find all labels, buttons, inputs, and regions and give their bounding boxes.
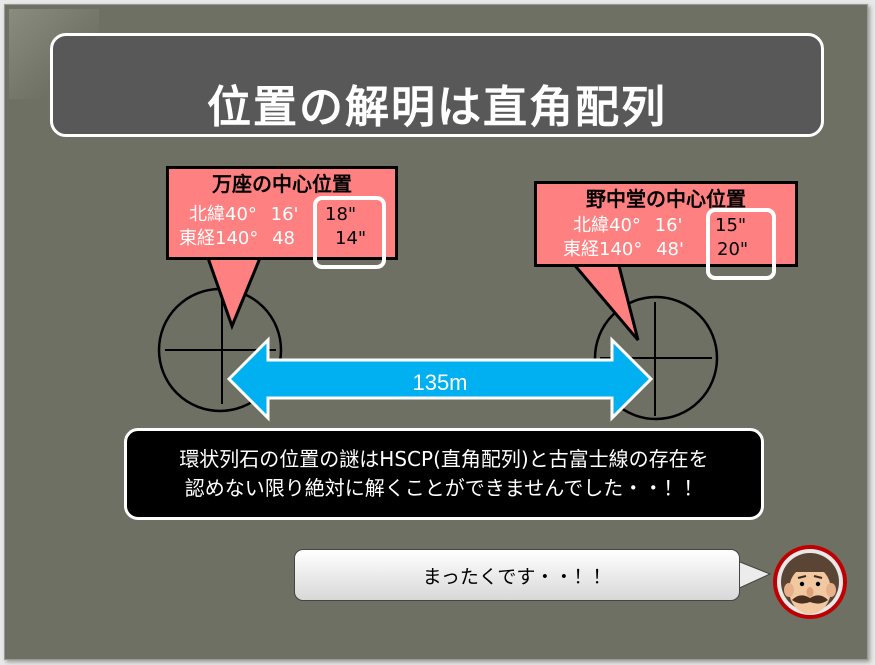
- left-lon-row: 東経140° 48: [179, 229, 295, 249]
- right-seconds-highlight: [706, 208, 776, 280]
- title-box: 位置の解明は直角配列: [50, 33, 824, 137]
- right-lon-min: 48': [656, 239, 684, 260]
- right-callout-heading: 野中堂の中心位置: [586, 187, 746, 211]
- speech-tail: [734, 559, 772, 591]
- right-lat-label: 北緯40°: [573, 215, 641, 236]
- description-line-2: 認めない限り絶対に解くことができませんでした・・！！: [184, 476, 704, 500]
- left-lat-label: 北緯40°: [189, 204, 257, 225]
- right-lat-min: 16': [654, 215, 683, 236]
- left-lon-sec: 14": [335, 228, 367, 249]
- right-lon-label: 東経140°: [563, 239, 643, 260]
- description-box: 環状列石の位置の謎はHSCP(直角配列)と古富士線の存在を 認めない限り絶対に解…: [124, 428, 764, 520]
- right-lat-row: 北緯40° 16': [573, 216, 683, 236]
- right-crosshair-circle-icon: [593, 295, 719, 421]
- description-line-1: 環状列石の位置の謎はHSCP(直角配列)と古富士線の存在を: [179, 447, 709, 471]
- right-lat-sec: 15": [715, 215, 747, 236]
- left-callout-heading: 万座の中心位置: [212, 172, 352, 196]
- right-lon-sec: 20": [717, 239, 749, 260]
- speech-text: まったくです・・！！: [422, 565, 612, 588]
- left-lat-sec: 18": [325, 204, 357, 225]
- page-title: 位置の解明は直角配列: [207, 82, 667, 133]
- distance-label: 135m: [412, 370, 467, 395]
- distance-arrow: [226, 336, 654, 422]
- left-lat-row: 北緯40° 16': [189, 205, 299, 225]
- presenter-avatar-icon: [773, 545, 847, 619]
- left-lat-min: 16': [270, 204, 299, 225]
- left-callout: 万座の中心位置 北緯40° 16' 18" 東経140° 48 14": [166, 166, 398, 260]
- speech-bubble: まったくです・・！！: [294, 549, 740, 601]
- left-lon-label: 東経140°: [179, 228, 259, 249]
- right-callout: 野中堂の中心位置 北緯40° 16' 15" 東経140° 48' 20": [534, 181, 798, 267]
- left-lon-min: 48: [272, 228, 295, 249]
- left-callout-pointer: [205, 256, 263, 331]
- right-callout-pointer: [568, 260, 640, 341]
- right-lon-row: 東経140° 48': [563, 240, 684, 260]
- left-seconds-highlight: [313, 196, 386, 269]
